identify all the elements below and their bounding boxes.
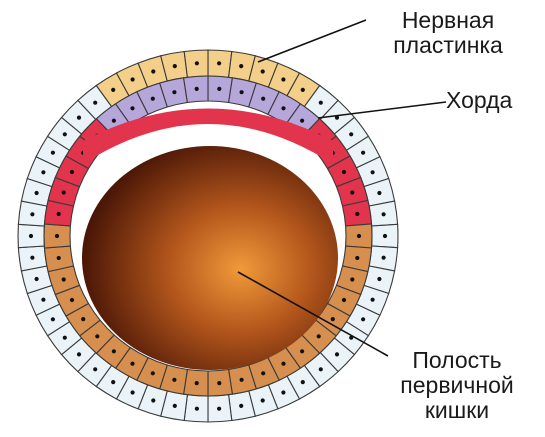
- cell-nucleus: [261, 69, 265, 73]
- cell-nucleus: [77, 116, 81, 120]
- cell-nucleus: [335, 352, 339, 356]
- cell-nucleus: [195, 87, 199, 91]
- chorda-label: Хорда: [446, 88, 545, 113]
- cell-nucleus: [172, 90, 176, 94]
- cell-nucleus: [195, 381, 199, 385]
- gut-cavity-label-line3: кишки: [372, 398, 542, 423]
- cell-nucleus: [371, 298, 375, 302]
- cell-nucleus: [239, 404, 243, 408]
- cell-nucleus: [70, 298, 74, 302]
- cell-nucleus: [217, 87, 221, 91]
- cell-nucleus: [301, 88, 305, 92]
- cell-nucleus: [112, 349, 116, 353]
- cell-nucleus: [349, 132, 353, 136]
- cell-nucleus: [355, 212, 359, 216]
- cell-nucleus: [301, 380, 305, 384]
- cell-nucleus: [217, 381, 221, 385]
- cell-nucleus: [151, 398, 155, 402]
- cell-nucleus: [319, 101, 323, 105]
- cell-nucleus: [62, 190, 66, 194]
- cell-nucleus: [361, 317, 365, 321]
- cell-nucleus: [317, 334, 321, 338]
- neural-plate-pointer: [258, 20, 366, 62]
- cell-nucleus: [281, 390, 285, 394]
- cell-nucleus: [77, 352, 81, 356]
- cell-nucleus: [261, 97, 265, 101]
- gut-cavity-label-line2: первичной: [372, 373, 542, 398]
- cell-nucleus: [55, 234, 59, 238]
- cell-nucleus: [240, 90, 244, 94]
- cell-nucleus: [93, 101, 97, 105]
- cell-nucleus: [300, 119, 304, 123]
- cell-nucleus: [319, 367, 323, 371]
- cell-nucleus: [57, 212, 61, 216]
- neural-plate-label-line2: пластинка: [358, 33, 538, 58]
- cell-nucleus: [172, 378, 176, 382]
- cell-nucleus: [70, 170, 74, 174]
- cell-nucleus: [217, 407, 221, 411]
- cell-nucleus: [377, 191, 381, 195]
- cell-nucleus: [173, 404, 177, 408]
- cell-nucleus: [62, 277, 66, 281]
- cell-nucleus: [240, 378, 244, 382]
- cell-nucleus: [111, 380, 115, 384]
- cell-nucleus: [41, 298, 45, 302]
- cell-nucleus: [281, 77, 285, 81]
- cell-nucleus: [29, 234, 33, 238]
- cell-nucleus: [131, 390, 135, 394]
- cell-nucleus: [261, 398, 265, 402]
- cell-nucleus: [281, 362, 285, 366]
- cell-nucleus: [361, 151, 365, 155]
- cell-nucleus: [377, 277, 381, 281]
- cell-nucleus: [35, 277, 39, 281]
- cell-nucleus: [131, 77, 135, 81]
- neural-plate-label-line1: Нервная: [358, 8, 538, 33]
- cell-nucleus: [382, 212, 386, 216]
- primary-gut-cavity: [82, 109, 338, 371]
- cell-nucleus: [130, 106, 134, 110]
- cell-nucleus: [151, 69, 155, 73]
- cell-nucleus: [342, 298, 346, 302]
- gut-cavity-label-line1: Полость: [372, 348, 542, 373]
- cell-nucleus: [30, 212, 34, 216]
- cavity-fill: [82, 146, 338, 370]
- cell-nucleus: [111, 88, 115, 92]
- cell-nucleus: [350, 190, 354, 194]
- gut-cavity-label: Полость первичной кишки: [372, 348, 542, 423]
- neural-plate-label: Нервная пластинка: [358, 8, 538, 58]
- cell-nucleus: [57, 256, 61, 260]
- cell-nucleus: [382, 256, 386, 260]
- cell-nucleus: [342, 170, 346, 174]
- cell-nucleus: [112, 119, 116, 123]
- cell-nucleus: [355, 256, 359, 260]
- cell-nucleus: [51, 317, 55, 321]
- cell-nucleus: [195, 61, 199, 65]
- cell-nucleus: [300, 349, 304, 353]
- cell-nucleus: [63, 132, 67, 136]
- cell-nucleus: [331, 317, 335, 321]
- cell-nucleus: [371, 170, 375, 174]
- cell-nucleus: [383, 234, 387, 238]
- cell-nucleus: [195, 407, 199, 411]
- cell-nucleus: [350, 277, 354, 281]
- cell-nucleus: [95, 334, 99, 338]
- chorda-label-text: Хорда: [446, 88, 545, 113]
- cell-nucleus: [173, 64, 177, 68]
- cell-nucleus: [151, 97, 155, 101]
- cell-nucleus: [35, 191, 39, 195]
- cell-nucleus: [261, 371, 265, 375]
- cell-nucleus: [30, 256, 34, 260]
- cell-nucleus: [41, 170, 45, 174]
- cell-nucleus: [81, 317, 85, 321]
- cell-nucleus: [130, 362, 134, 366]
- cell-nucleus: [357, 234, 361, 238]
- cell-nucleus: [63, 336, 67, 340]
- cell-nucleus: [217, 61, 221, 65]
- cell-nucleus: [151, 371, 155, 375]
- cell-nucleus: [51, 151, 55, 155]
- cell-nucleus: [93, 367, 97, 371]
- cell-nucleus: [281, 106, 285, 110]
- cell-nucleus: [239, 64, 243, 68]
